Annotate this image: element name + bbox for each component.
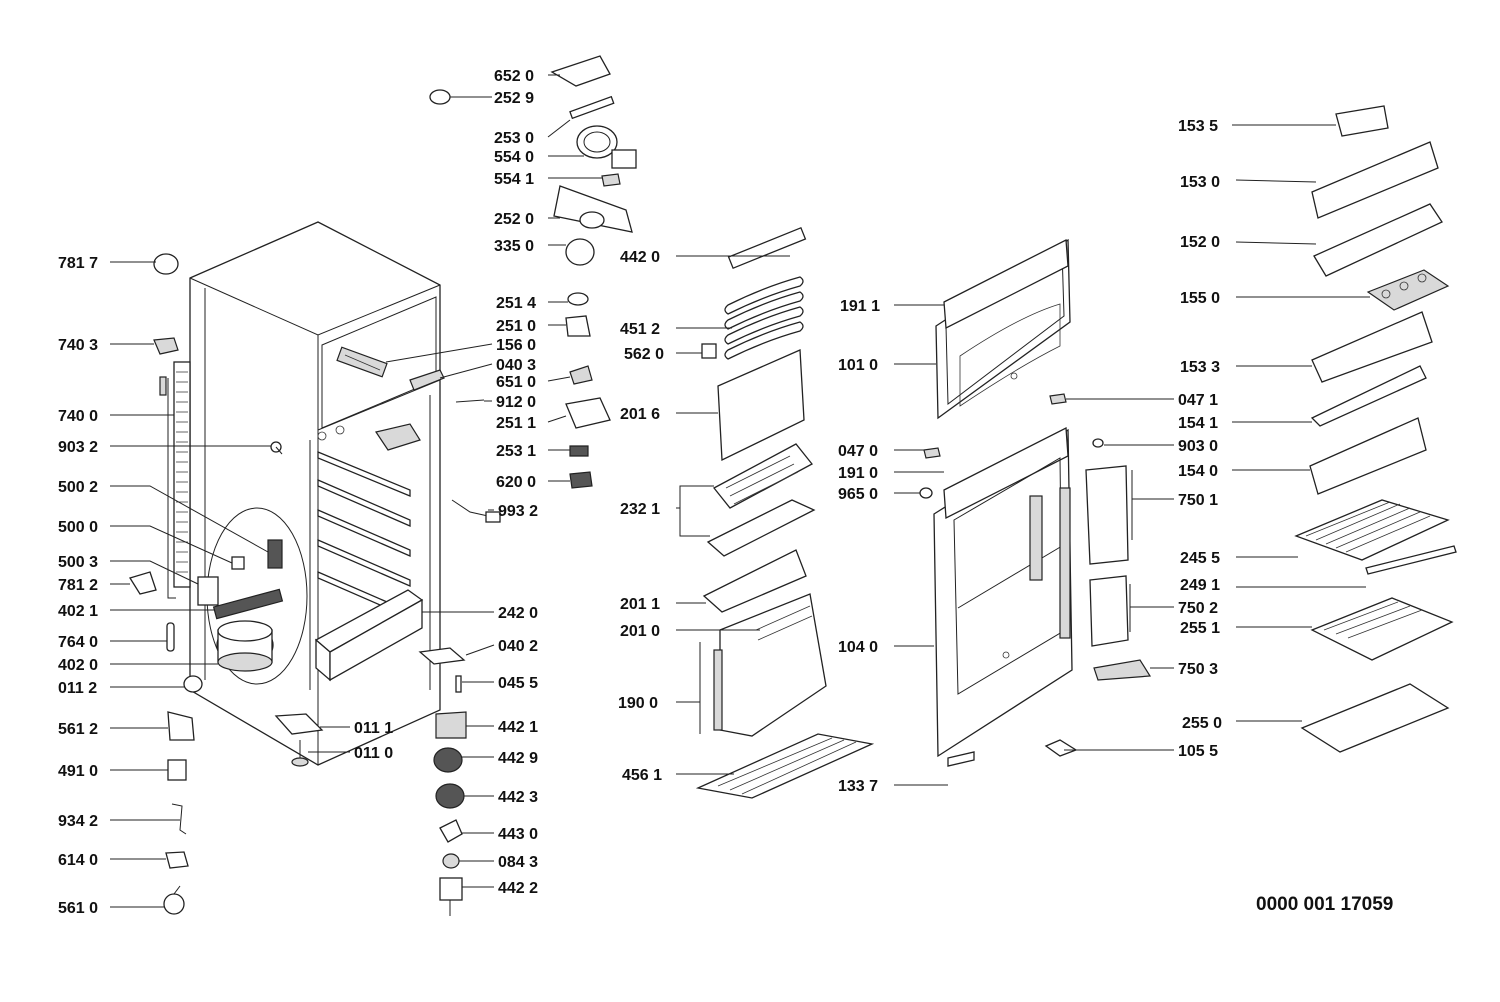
control-parts <box>409 55 637 523</box>
compressor <box>212 588 284 672</box>
freezer-door <box>935 238 1071 420</box>
callout-011-2: 011 2 <box>58 680 97 697</box>
callout-903-2: 903 2 <box>58 439 98 456</box>
callout-252-0: 252 0 <box>494 211 534 228</box>
leader-lines <box>110 74 1370 908</box>
callout-740-3: 740 3 <box>58 337 98 354</box>
callout-562-0: 562 0 <box>624 346 664 363</box>
callout-084-3: 084 3 <box>498 854 538 871</box>
callout-201-1: 201 1 <box>620 596 660 613</box>
callout-443-0: 443 0 <box>498 826 538 843</box>
callout-750-2: 750 2 <box>1178 600 1218 617</box>
callout-133-7: 133 7 <box>838 778 878 795</box>
callout-903-0: 903 0 <box>1178 438 1218 455</box>
callout-442-1: 442 1 <box>498 719 538 736</box>
callout-047-1: 047 1 <box>1178 392 1218 409</box>
callout-252-9: 252 9 <box>494 90 534 107</box>
callout-153-0: 153 0 <box>1180 174 1220 191</box>
callout-554-1: 554 1 <box>494 171 534 188</box>
callout-442-2: 442 2 <box>498 880 538 897</box>
fresh-food-door <box>933 426 1073 767</box>
callout-040-3: 040 3 <box>496 357 536 374</box>
callout-045-5: 045 5 <box>498 675 538 692</box>
callout-232-1: 232 1 <box>620 501 660 518</box>
callout-255-0: 255 0 <box>1182 715 1222 732</box>
callout-561-0: 561 0 <box>58 900 98 917</box>
callout-191-1: 191 1 <box>840 298 880 315</box>
callout-934-2: 934 2 <box>58 813 98 830</box>
callout-047-0: 047 0 <box>838 443 878 460</box>
cabinet-body <box>128 221 441 766</box>
callout-242-0: 242 0 <box>498 605 538 622</box>
callout-154-1: 154 1 <box>1178 415 1218 432</box>
left-parts <box>153 253 283 915</box>
callout-190-0: 190 0 <box>618 695 658 712</box>
evaporator-parts <box>695 226 875 799</box>
callout-011-0: 011 0 <box>354 745 393 762</box>
callout-764-0: 764 0 <box>58 634 98 651</box>
callout-255-1: 255 1 <box>1180 620 1220 637</box>
callout-781-2: 781 2 <box>58 577 98 594</box>
callout-781-7: 781 7 <box>58 255 98 272</box>
callout-442-3: 442 3 <box>498 789 538 806</box>
callout-191-0: 191 0 <box>838 465 878 482</box>
callout-251-0: 251 0 <box>496 318 536 335</box>
callout-104-0: 104 0 <box>838 639 878 656</box>
callout-561-2: 561 2 <box>58 721 98 738</box>
callout-554-0: 554 0 <box>494 149 534 166</box>
callout-500-2: 500 2 <box>58 479 98 496</box>
callout-614-0: 614 0 <box>58 852 98 869</box>
callout-912-0: 912 0 <box>496 394 536 411</box>
callout-442-0: 442 0 <box>620 249 660 266</box>
crisper-drawer <box>314 589 424 682</box>
callout-456-1: 456 1 <box>622 767 662 784</box>
cabinet-shelves <box>317 451 411 619</box>
callout-491-0: 491 0 <box>58 763 98 780</box>
callout-335-0: 335 0 <box>494 238 534 255</box>
callout-750-1: 750 1 <box>1178 492 1218 509</box>
callout-201-6: 201 6 <box>620 406 660 423</box>
callout-402-1: 402 1 <box>58 603 98 620</box>
callout-251-1: 251 1 <box>496 415 536 432</box>
callout-105-5: 105 5 <box>1178 743 1218 760</box>
callout-251-4: 251 4 <box>496 295 536 312</box>
callout-965-0: 965 0 <box>838 486 878 503</box>
glass-shelves <box>1294 499 1457 753</box>
callout-402-0: 402 0 <box>58 657 98 674</box>
callout-153-5: 153 5 <box>1178 118 1218 135</box>
feet-parts <box>274 647 466 767</box>
callout-249-1: 249 1 <box>1180 577 1220 594</box>
callout-253-1: 253 1 <box>496 443 536 460</box>
callout-156-0: 156 0 <box>496 337 536 354</box>
callout-750-3: 750 3 <box>1178 661 1218 678</box>
callout-253-0: 253 0 <box>494 130 534 147</box>
callout-740-0: 740 0 <box>58 408 98 425</box>
callout-442-9: 442 9 <box>498 750 538 767</box>
condenser-coil <box>167 361 191 599</box>
callout-993-2: 993 2 <box>498 503 538 520</box>
callout-620-0: 620 0 <box>496 474 536 491</box>
callout-101-0: 101 0 <box>838 357 878 374</box>
callout-245-5: 245 5 <box>1180 550 1220 567</box>
door-small-parts <box>919 393 1152 757</box>
door-shelves <box>1309 105 1450 495</box>
callout-011-1: 011 1 <box>354 720 393 737</box>
callout-652-0: 652 0 <box>494 68 534 85</box>
callout-040-2: 040 2 <box>498 638 538 655</box>
fan-parts <box>433 711 467 916</box>
callout-152-0: 152 0 <box>1180 234 1220 251</box>
callout-154-0: 154 0 <box>1178 463 1218 480</box>
callout-153-3: 153 3 <box>1180 359 1220 376</box>
callout-201-0: 201 0 <box>620 623 660 640</box>
callout-651-0: 651 0 <box>496 374 536 391</box>
callout-155-0: 155 0 <box>1180 290 1220 307</box>
drawing-code: 0000 001 17059 <box>1256 894 1393 915</box>
callout-labels: 781 7 740 3 740 0 903 2 500 2 500 0 500 … <box>58 68 1222 917</box>
callout-500-0: 500 0 <box>58 519 98 536</box>
callout-500-3: 500 3 <box>58 554 98 571</box>
callout-451-2: 451 2 <box>620 321 660 338</box>
